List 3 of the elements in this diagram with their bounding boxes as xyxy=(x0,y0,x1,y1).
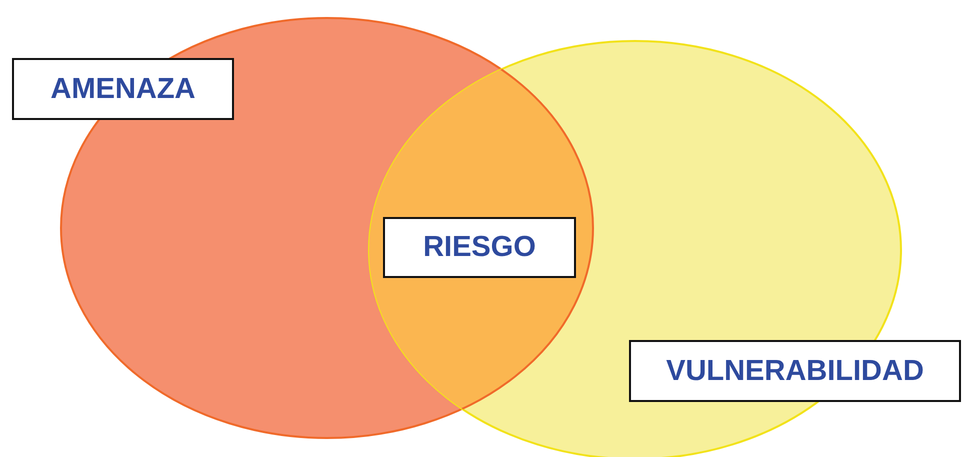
label-box: VULNERABILIDAD xyxy=(629,340,961,402)
label-box: AMENAZA xyxy=(12,58,234,120)
label-box: RIESGO xyxy=(383,217,576,278)
